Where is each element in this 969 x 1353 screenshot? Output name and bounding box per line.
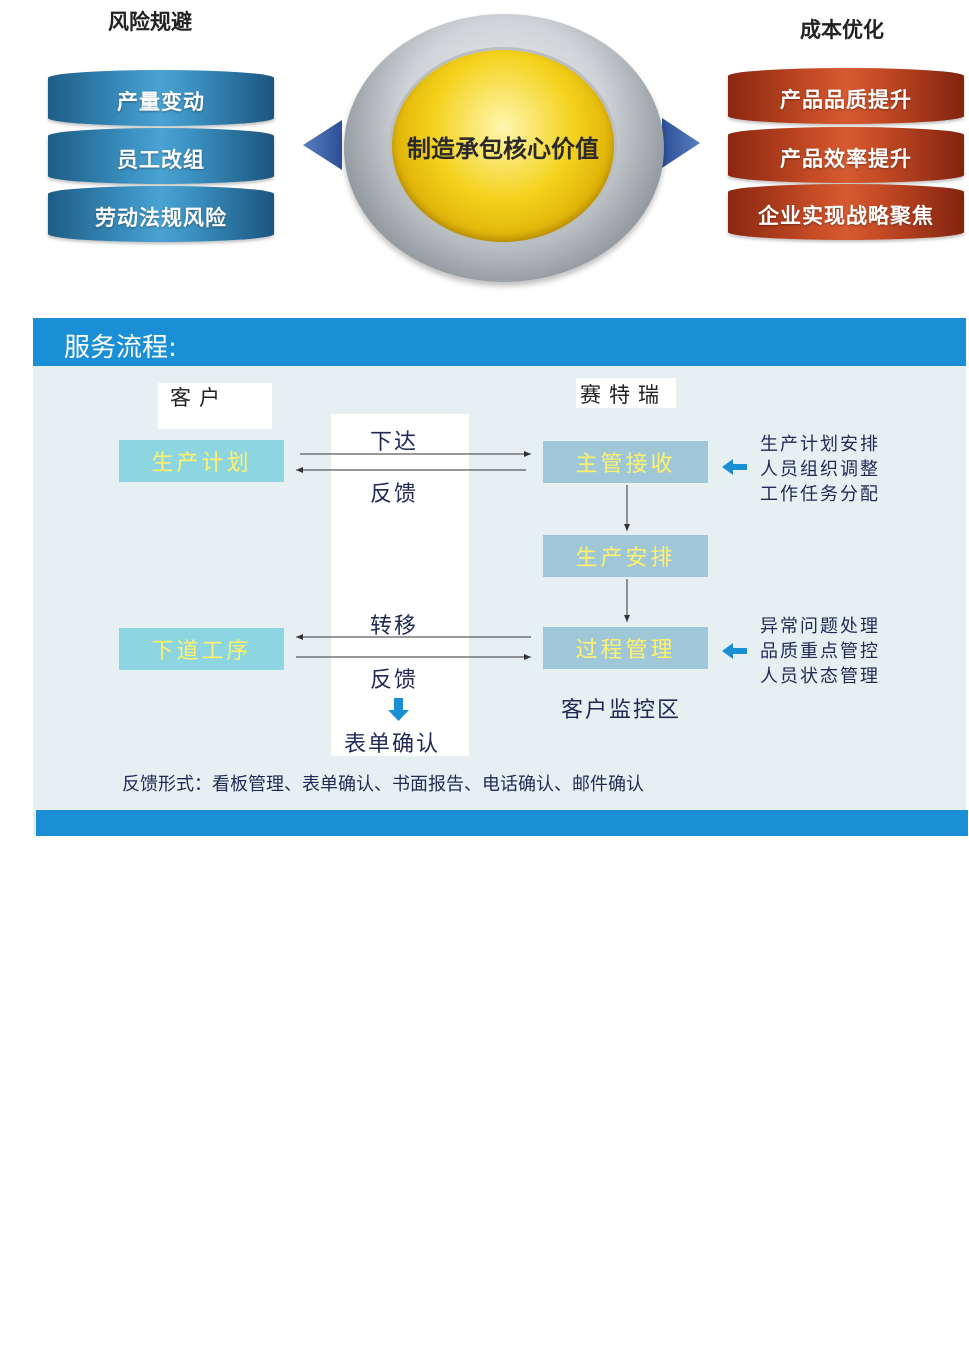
box-process-management: 过程管理 (543, 627, 708, 669)
label-dispatch: 下达 (370, 430, 419, 455)
cost-item-strategic-focus: 企业实现战略聚焦 (728, 184, 964, 240)
core-value-label: 制造承包核心价值 (407, 133, 599, 163)
cost-item-quality: 产品品质提升 (728, 68, 964, 124)
service-flow-footer-bar (36, 810, 968, 836)
flow-connectors (296, 451, 747, 721)
risk-item-staff-reorg: 员工改组 (48, 128, 274, 184)
label-monitor-area: 客户监控区 (561, 698, 682, 723)
label-form-confirm: 表单确认 (344, 732, 441, 757)
label-transfer: 转移 (370, 614, 419, 639)
service-flow-header-bar (33, 318, 966, 366)
side-notes-process: 异常问题处理 品质重点管控 人员状态管理 (760, 616, 880, 687)
box-supervisor-receive: 主管接收 (543, 441, 708, 483)
column-head-vendor: 赛特瑞 (580, 383, 667, 407)
box-production-arrange: 生产安排 (543, 535, 708, 577)
service-flow-title: 服务流程: (64, 333, 177, 363)
box-next-process: 下道工序 (119, 628, 284, 670)
feedback-forms-note: 反馈形式：看板管理、表单确认、书面报告、电话确认、邮件确认 (122, 774, 644, 795)
core-side-arrows (303, 118, 700, 170)
blue-down-arrow-icon (388, 698, 409, 721)
right-group-title: 成本优化 (800, 17, 884, 42)
left-triangle-icon (303, 120, 342, 170)
label-feedback-1: 反馈 (370, 482, 419, 507)
vendor-head-bg (576, 378, 676, 408)
blue-left-arrow-icon-2 (722, 643, 747, 659)
column-head-client: 客户 (170, 386, 228, 410)
label-feedback-2: 反馈 (370, 668, 419, 693)
client-head-bg (158, 383, 272, 429)
risk-item-labor-law: 劳动法规风险 (48, 186, 274, 242)
cost-item-efficiency: 产品效率提升 (728, 127, 964, 183)
left-group-title: 风险规避 (108, 9, 192, 34)
core-value-disc: 制造承包核心价值 (392, 50, 614, 242)
risk-item-output-change: 产量变动 (48, 70, 274, 126)
side-notes-receive: 生产计划安排 人员组织调整 工作任务分配 (760, 434, 880, 505)
box-production-plan: 生产计划 (119, 440, 284, 482)
right-triangle-icon (662, 118, 700, 168)
blue-left-arrow-icon (722, 459, 747, 475)
